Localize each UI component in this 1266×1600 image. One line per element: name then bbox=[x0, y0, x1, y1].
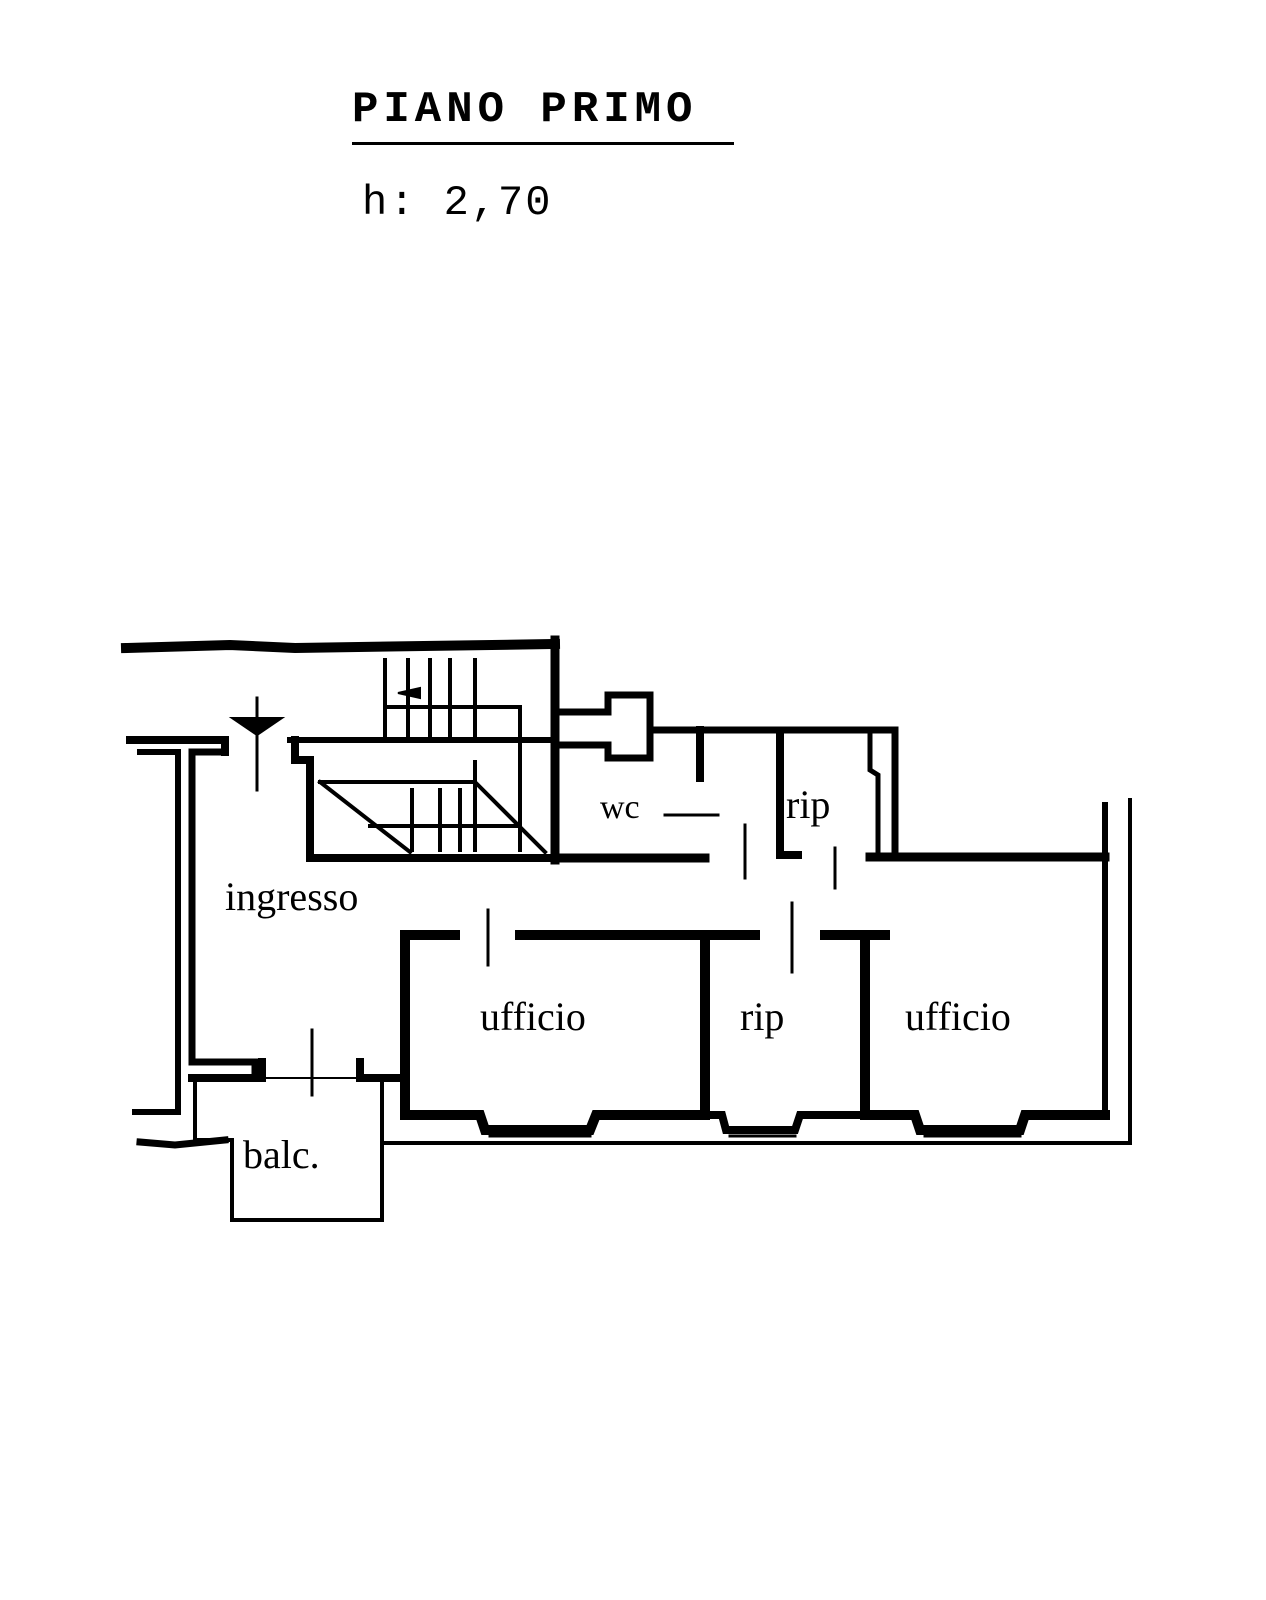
room-label-ufficio-right: ufficio bbox=[905, 994, 1011, 1039]
title-underline bbox=[352, 142, 734, 145]
room-label-rip-top: rip bbox=[786, 782, 830, 827]
room-label-balcony: balc. bbox=[243, 1132, 320, 1177]
room-label-wc: wc bbox=[600, 789, 640, 826]
room-label-ufficio-left: ufficio bbox=[480, 994, 586, 1039]
floor-title: PIANO PRIMO bbox=[352, 85, 698, 135]
room-label-ingresso: ingresso bbox=[225, 874, 358, 919]
ceiling-height-label: h: 2,70 bbox=[362, 179, 553, 227]
room-label-rip-middle: rip bbox=[740, 994, 784, 1039]
